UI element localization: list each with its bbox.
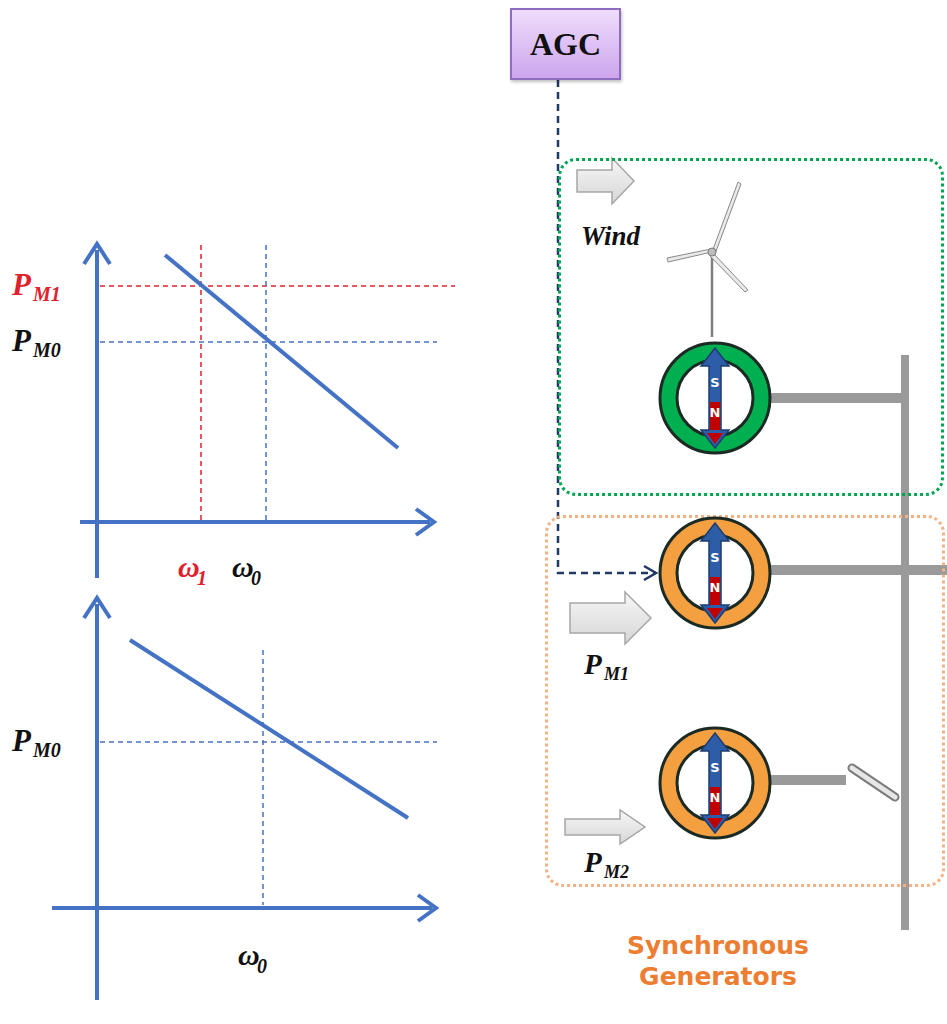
controller-label: AGC [530,28,601,60]
control-signal-line [558,80,656,573]
pole-label: S [657,761,773,774]
subscript-label: M2 [604,863,629,881]
pole-label: N [657,791,773,804]
generator-circle: SN [657,515,773,631]
wind-turbine [667,182,748,337]
controller-box: AGC [510,8,621,80]
generator-region: Synchronous GeneratorsSNSN [545,515,945,887]
symbol-label: P [12,325,31,356]
subscript-label: M0 [33,740,61,760]
wind-label: Wind [581,223,640,250]
subscript-label: 0 [257,956,267,976]
subscript-label: M1 [604,665,629,683]
pole-label: N [657,406,773,419]
subscript-label: 0 [251,568,261,588]
power-arrow [570,592,651,644]
wind-arrow [577,158,634,204]
symbol-label: ω [178,552,200,582]
bus-bar [766,355,947,930]
symbol-label: P [12,725,31,756]
pole-label: S [657,551,773,564]
pole-label: N [657,581,773,594]
symbol-label: ω [232,552,254,582]
power-arrow [565,810,645,844]
subscript-label: 1 [197,568,207,588]
symbol-label: P [584,650,602,679]
subscript-label: M1 [33,284,61,304]
wind-region: WindSN [558,158,944,496]
symbol-label: P [12,269,31,300]
symbol-label: ω [238,940,260,970]
arrow-head [644,566,656,580]
generator-shape [657,725,773,841]
generator-circle: SN [657,725,773,841]
subscript-label: M0 [33,340,61,360]
generator-shape [657,515,773,631]
region-heading: Synchronous Generators [578,930,858,993]
droop-chart-top [80,244,455,578]
droop-chart-bottom [52,598,437,1000]
pole-label: S [657,376,773,389]
symbol-label: P [584,848,602,877]
generator-circle: SN [657,340,773,456]
generator-shape [657,340,773,456]
